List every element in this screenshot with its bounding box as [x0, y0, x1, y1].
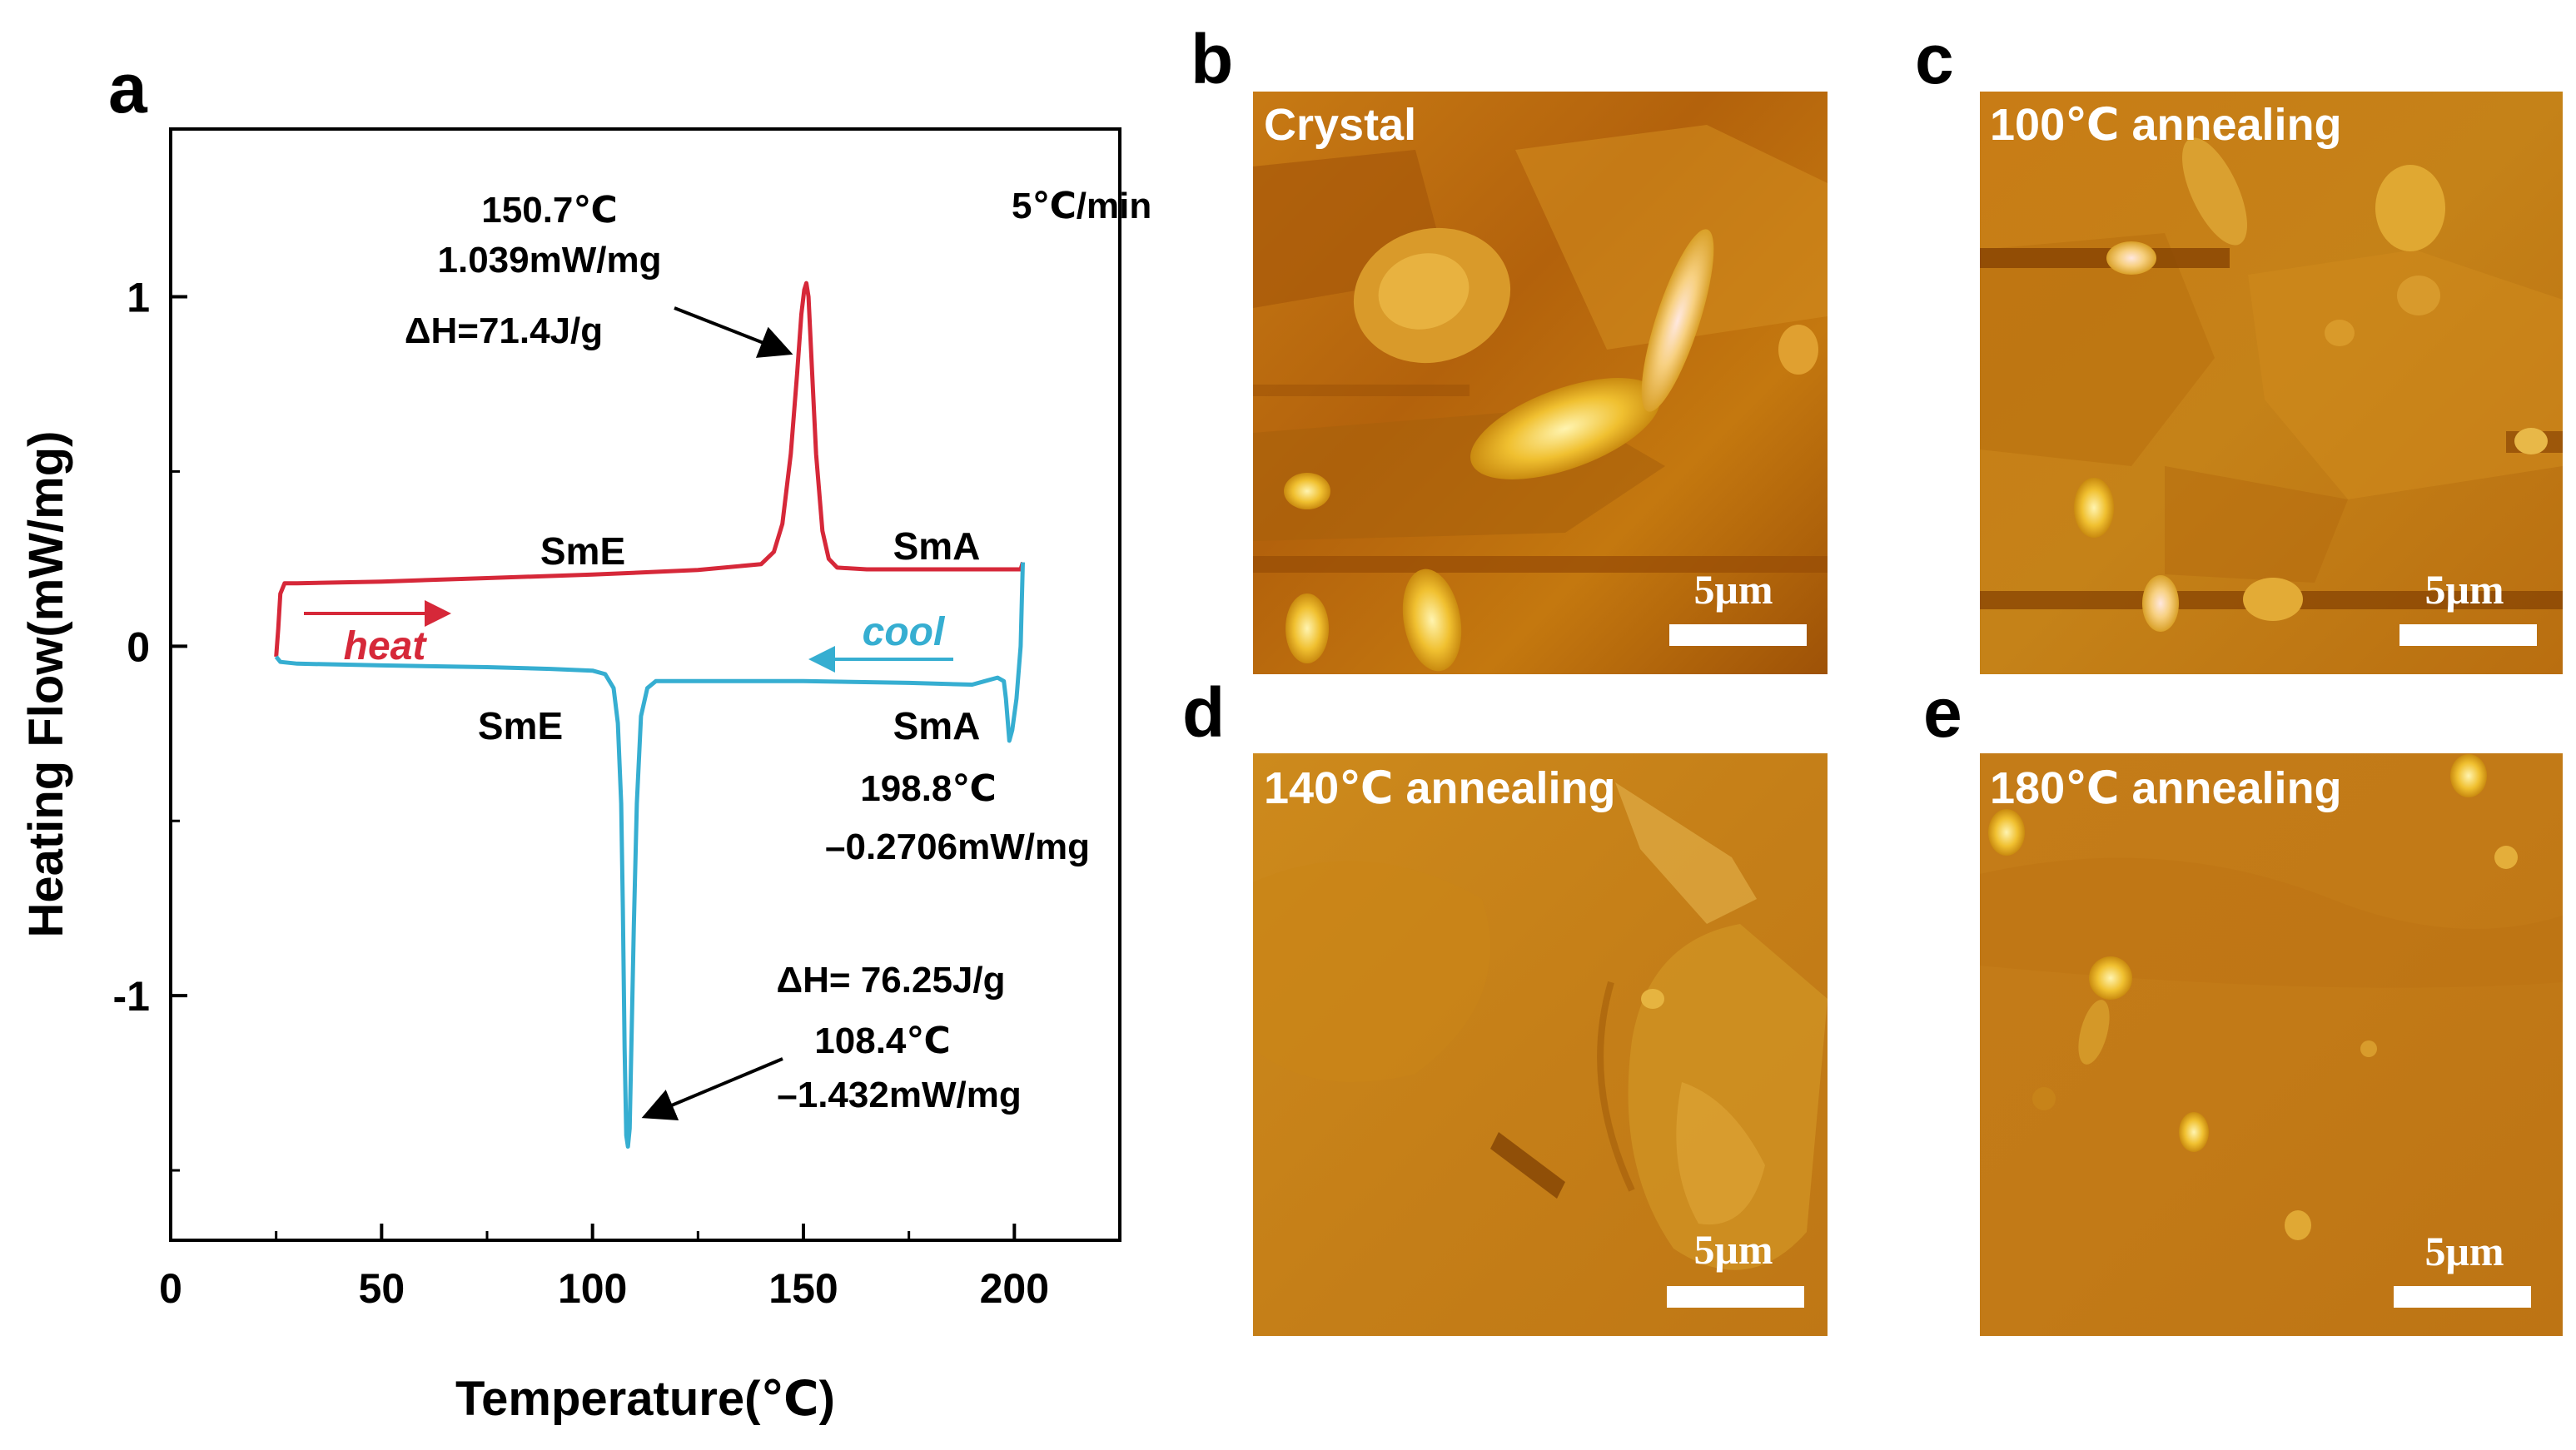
heat-peak-dh: ΔH=71.4J/g	[405, 310, 603, 351]
cool-peak-dh: ΔH= 76.25J/g	[777, 960, 1006, 1001]
heat-peak-flow: 1.039mW/mg	[438, 240, 662, 281]
cool-peak-temp: 108.4℃	[814, 1020, 950, 1061]
panel-letter-a: a	[108, 49, 148, 127]
panel-letter-d: d	[1182, 673, 1225, 752]
heat-peak-temp: 150.7℃	[481, 190, 617, 231]
series-layer	[274, 281, 1025, 1149]
cool-sma-flow: –0.2706mW/mg	[825, 827, 1090, 867]
y-tick-label: 0	[127, 623, 150, 670]
x-tick-label: 200	[980, 1265, 1049, 1312]
cool-sma-temp: 198.8℃	[860, 768, 996, 809]
panel-letter-e: e	[1923, 673, 1962, 752]
axis-ticks	[169, 295, 1017, 1240]
x-axis-title: Temperature(℃)	[455, 1372, 835, 1426]
image-e-scale-label: 5μm	[2425, 1228, 2504, 1274]
panel-letter-c: c	[1915, 20, 1954, 98]
cool-peak-arrow	[641, 1057, 783, 1121]
panel-letter-b: b	[1191, 20, 1233, 98]
image-c-scale-label: 5μm	[2425, 566, 2504, 613]
image-e-scale-bar	[2394, 1286, 2531, 1308]
image-d-scale-bar	[1667, 1286, 1804, 1308]
x-tick-label: 0	[159, 1265, 182, 1312]
cool-peak-flow: –1.432mW/mg	[777, 1075, 1021, 1115]
cool-sma-label: SmA	[893, 704, 981, 747]
y-tick-label: 1	[127, 275, 150, 321]
heat-sma-label: SmA	[893, 524, 981, 568]
y-tick-label: -1	[113, 973, 150, 1020]
afm-image-e: 180℃ annealing 5μm	[1980, 753, 2563, 1336]
cool-sme-label: SmE	[478, 704, 563, 747]
image-d-caption: 140℃ annealing	[1264, 763, 1616, 813]
afm-image-b: Crystal 5μm	[1253, 92, 1828, 674]
series-heat-line	[274, 281, 1025, 658]
rate-label: 5℃/min	[1012, 186, 1151, 226]
image-c-scale-bar	[2399, 624, 2537, 646]
x-tick-label: 50	[359, 1265, 405, 1312]
image-b-scale-bar	[1669, 624, 1807, 646]
heat-peak-arrow	[674, 306, 793, 358]
image-b-caption: Crystal	[1264, 100, 1416, 150]
x-tick-label: 100	[558, 1265, 627, 1312]
dsc-chart: 0 50 100 150 200 -1 0 1 Temperature(℃) Heating …	[19, 127, 1151, 1426]
cool-label: cool	[863, 610, 946, 654]
image-b-scale-label: 5μm	[1694, 566, 1773, 613]
axis-tick-labels: 0 50 100 150 200 -1 0 1	[113, 275, 1050, 1312]
heat-label: heat	[344, 624, 428, 668]
series-cool-line	[274, 562, 1025, 1149]
plot-frame	[169, 127, 1121, 1242]
afm-image-c: 100℃ annealing 5μm	[1980, 92, 2563, 674]
image-e-caption: 180℃ annealing	[1990, 763, 2342, 813]
afm-image-d: 140℃ annealing 5μm	[1253, 753, 1828, 1336]
heat-sme-label: SmE	[540, 529, 625, 573]
image-c-caption: 100℃ annealing	[1990, 100, 2342, 150]
y-axis-title: Heating Flow(mW/mg)	[19, 431, 73, 938]
image-d-scale-label: 5μm	[1694, 1226, 1773, 1273]
x-tick-label: 150	[768, 1265, 838, 1312]
